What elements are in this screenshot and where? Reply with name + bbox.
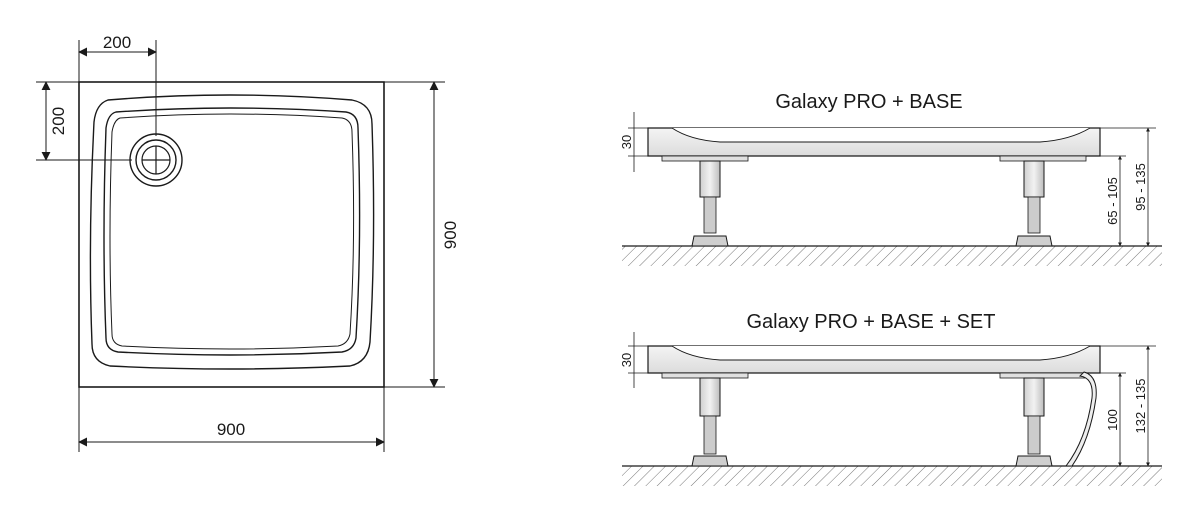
base-title: Galaxy PRO + BASE — [775, 91, 962, 113]
set-thickness-label: 30 — [619, 353, 634, 367]
base-tray-basin — [671, 127, 1091, 143]
set-tray-basin — [671, 345, 1091, 361]
tray-rim-outer — [89, 94, 375, 370]
drain-x-label: 200 — [103, 33, 131, 52]
base-frame-left — [661, 155, 749, 162]
plan-view: 200 200 900 900 — [36, 33, 460, 452]
set-leg-label: 100 — [1105, 409, 1120, 431]
base-floor-hatch — [622, 246, 1162, 266]
base-leg-label: 65 - 105 — [1105, 177, 1120, 225]
width-label: 900 — [217, 420, 245, 439]
base-frame-right — [999, 155, 1087, 162]
base-leg-right — [1015, 160, 1053, 247]
elevation-base: Galaxy PRO + BASE 30 65 - 105 95 - 135 — [619, 91, 1162, 266]
set-floor-hatch — [622, 466, 1162, 486]
set-title: Galaxy PRO + BASE + SET — [747, 311, 996, 333]
tray-outline — [78, 81, 385, 388]
set-leg-right — [1015, 377, 1053, 467]
height-label: 900 — [441, 221, 460, 249]
base-leg-left — [691, 160, 729, 247]
tray-basin-inner — [109, 113, 355, 350]
set-side-panel — [1064, 371, 1097, 467]
set-leg-left — [691, 377, 729, 467]
set-total-label: 132 - 135 — [1133, 379, 1148, 434]
base-total-label: 95 - 135 — [1133, 163, 1148, 211]
set-frame-right — [999, 372, 1087, 379]
elevation-set: Galaxy PRO + BASE + SET 30 100 132 - 135 — [619, 311, 1162, 486]
drain-y-label: 200 — [49, 107, 68, 135]
tray-basin — [103, 107, 361, 356]
base-thickness-label: 30 — [619, 135, 634, 149]
set-frame-left — [661, 372, 749, 379]
